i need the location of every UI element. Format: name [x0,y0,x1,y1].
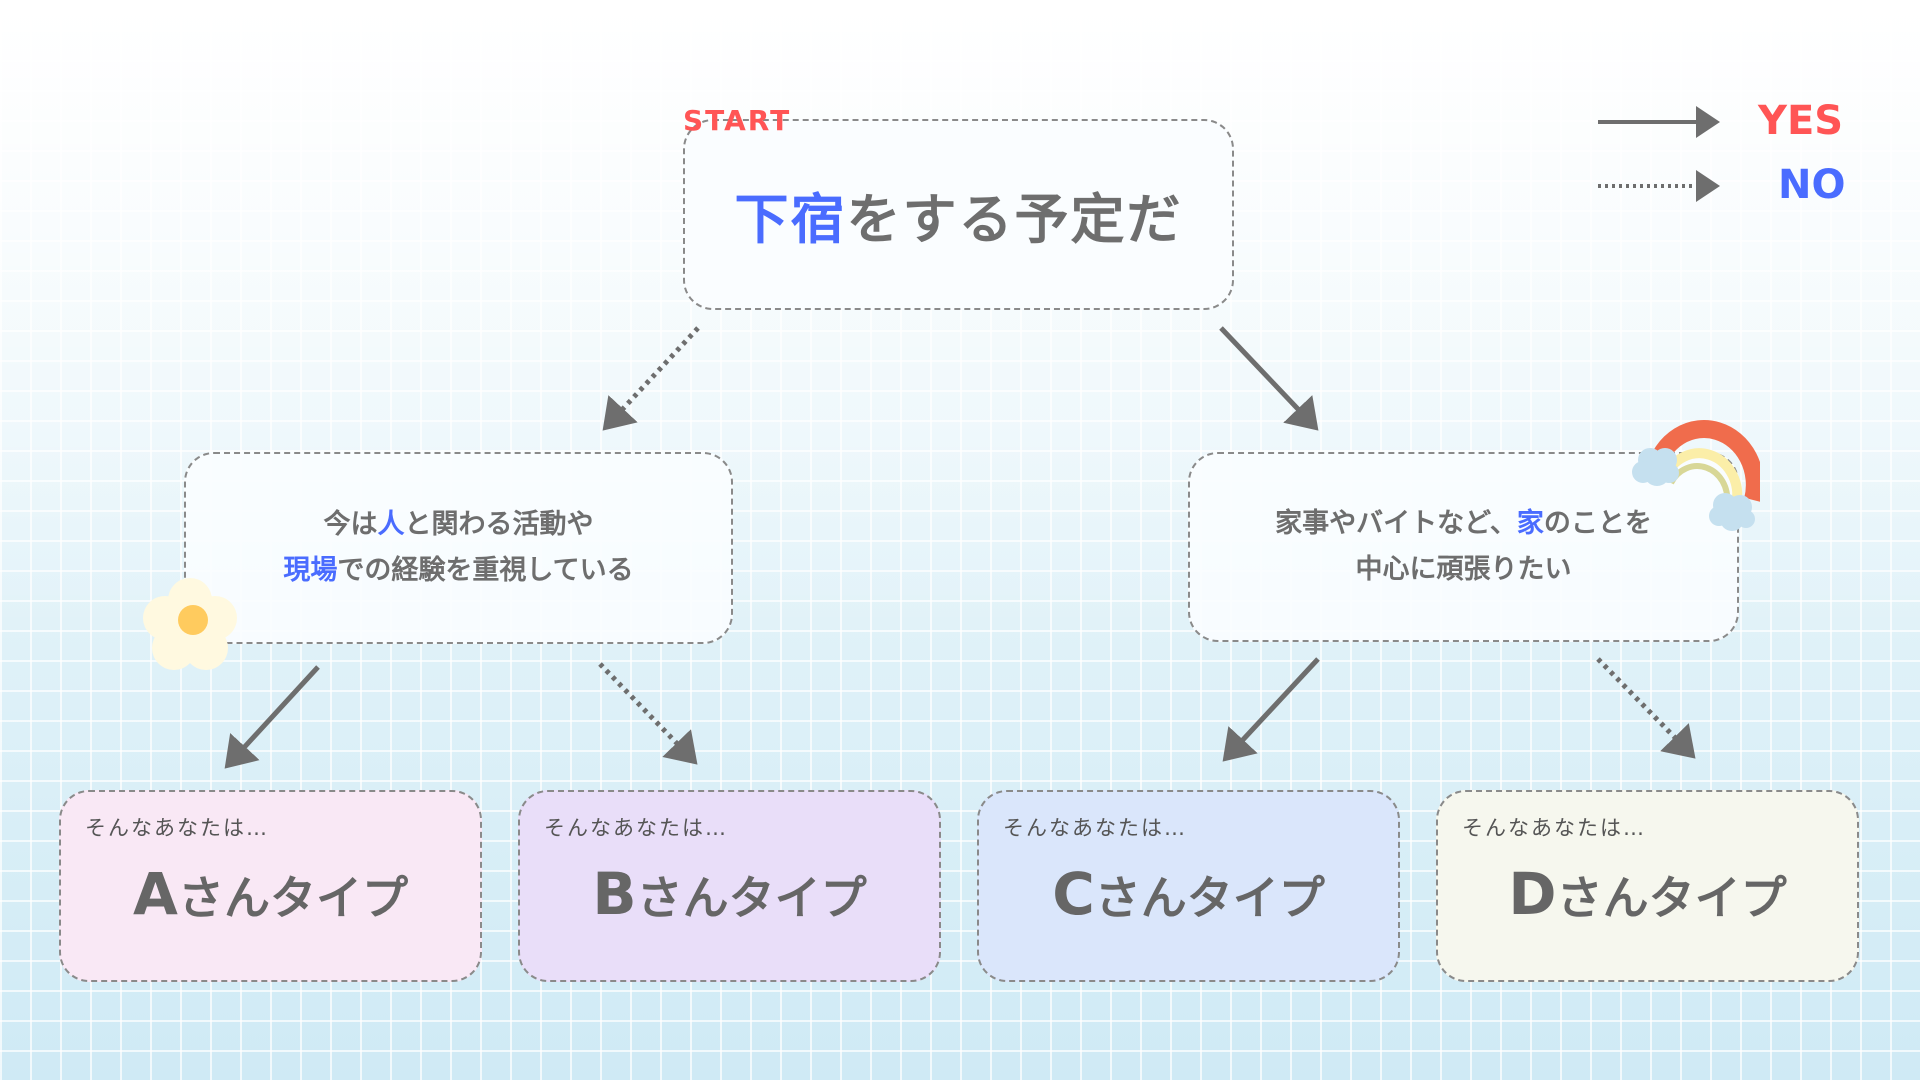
start-question-box: 下宿をする予定だ [683,119,1234,310]
flower-icon [143,578,237,670]
legend-yes-label: YES [1758,98,1844,144]
start-label: START [683,104,792,137]
start-question-highlight: 下宿 [734,188,847,251]
arrow-start-to-left-no [602,326,700,431]
arrow-start-to-right-yes [1219,326,1319,431]
result-prefix: そんなあなたは… [1003,816,1187,840]
result-type-name: Bさんタイプ [520,860,939,928]
arrow-right-to-d-no [1596,657,1696,759]
result-prefix: そんなあなたは… [85,816,269,840]
question-right-text: 家事やバイトなど、家のことを 中心に頑張りたい [1275,501,1652,593]
legend-no-label: NO [1778,162,1846,208]
arrow-right-to-c-yes [1222,657,1320,762]
text-part: のことを [1543,508,1652,539]
result-type-name: Aさんタイプ [61,860,480,928]
result-c-box: そんなあなたは… Cさんタイプ [977,790,1400,982]
result-d-box: そんなあなたは… Dさんタイプ [1436,790,1859,982]
result-letter: D [1508,860,1557,928]
result-type-name: Cさんタイプ [979,860,1398,928]
result-suffix: さんタイプ [177,871,408,925]
result-b-box: そんなあなたは… Bさんタイプ [518,790,941,982]
text-highlight: 家 [1516,508,1544,539]
start-question-text: 下宿をする予定だ [735,175,1183,254]
result-suffix: さんタイプ [636,871,867,925]
result-a-box: そんなあなたは… Aさんタイプ [59,790,482,982]
text-part: 家事やバイトなど、 [1275,508,1517,539]
text-part: 中心に頑張りたい [1355,554,1572,585]
start-question-rest: をする予定だ [846,188,1183,251]
arrow-left-to-a-yes [224,665,320,769]
result-prefix: そんなあなたは… [544,816,728,840]
result-letter: C [1052,860,1095,928]
rainbow-icon [1632,420,1760,531]
result-suffix: さんタイプ [1556,871,1787,925]
result-letter: B [592,860,637,928]
result-suffix: さんタイプ [1094,871,1325,925]
text-part: での経験を重視している [337,555,634,586]
text-part: と関わる活動や [404,509,594,540]
text-highlight: 人 [377,509,405,540]
result-letter: A [133,860,178,928]
question-right-box: 家事やバイトなど、家のことを 中心に頑張りたい [1188,452,1739,642]
arrow-left-to-b-no [598,662,698,765]
result-prefix: そんなあなたは… [1462,816,1646,840]
text-part: 今は [323,509,378,540]
result-type-name: Dさんタイプ [1438,860,1857,928]
text-highlight: 現場 [283,555,338,586]
question-left-box: 今は人と関わる活動や 現場での経験を重視している [184,452,733,644]
question-left-text: 今は人と関わる活動や 現場での経験を重視している [283,502,633,594]
